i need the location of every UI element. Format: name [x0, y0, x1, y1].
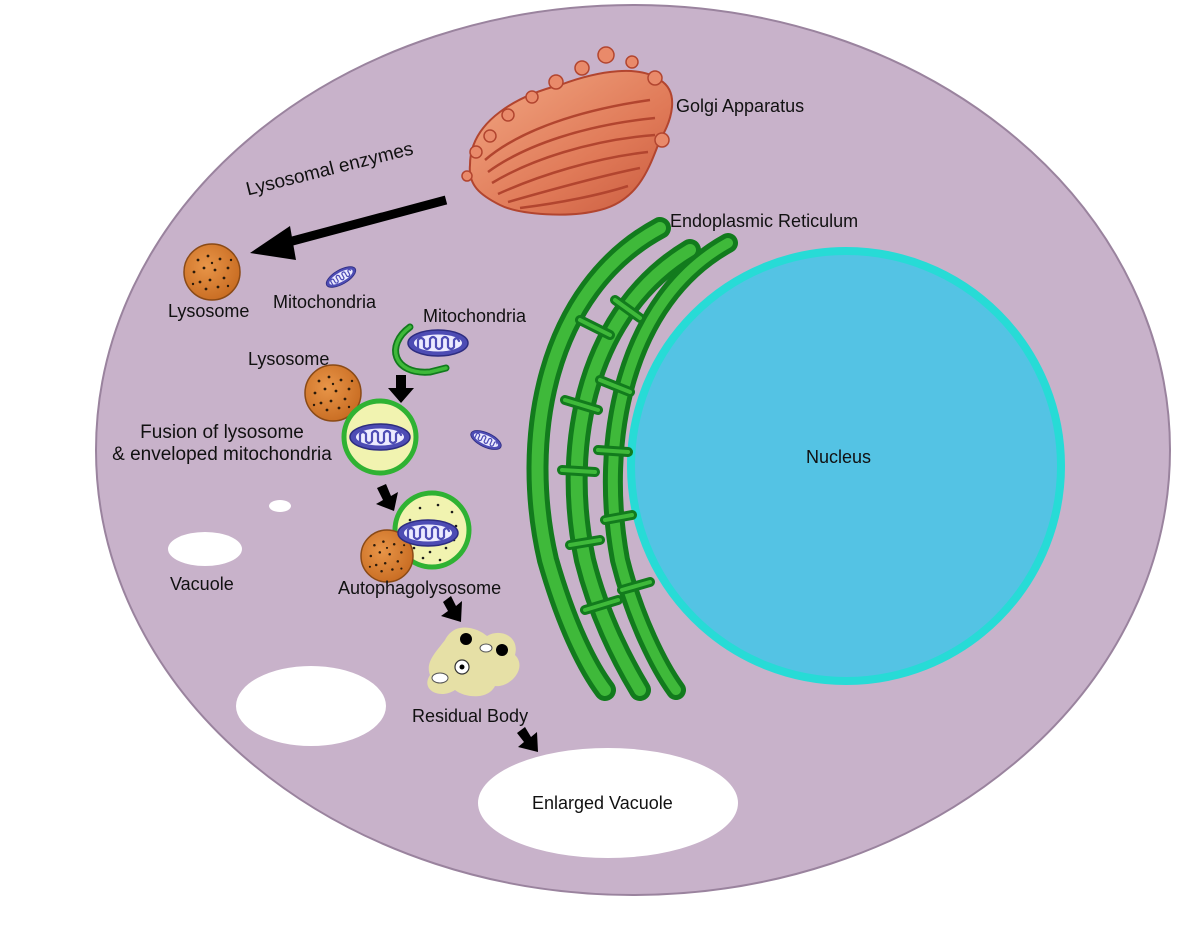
autophagolysosome	[360, 490, 472, 583]
enlarged-vacuole-label: Enlarged Vacuole	[532, 793, 673, 813]
fusion-label-line-1: Fusion of lysosome	[140, 422, 304, 443]
endoplasmic-reticulum	[526, 217, 738, 701]
vacuole	[168, 532, 242, 566]
arrow-icon	[388, 375, 414, 403]
arrow-icon	[441, 596, 462, 622]
residual-body-label: Residual Body	[412, 706, 529, 726]
golgi-apparatus-icon	[461, 46, 674, 216]
residual-body	[427, 627, 520, 697]
endoplasmic-reticulum-label: Endoplasmic Reticulum	[670, 211, 859, 231]
small-vacuole	[269, 500, 291, 512]
enveloping-membrane	[392, 323, 450, 376]
golgi-apparatus-label: Golgi Apparatus	[676, 96, 805, 116]
arrow-icon	[517, 727, 538, 752]
mitochondrion-icon	[406, 328, 470, 358]
fusion-label-line-2: & enveloped mitochondria	[112, 443, 332, 465]
large-vacuole	[236, 666, 386, 746]
nucleus-label: Nucleus	[806, 447, 872, 467]
lysosome-label: Lysosome	[168, 301, 250, 321]
vacuole-label: Vacuole	[170, 574, 234, 594]
autophagolysosome-label: Autophagolysosome	[338, 578, 502, 598]
arrow-icon	[376, 484, 398, 511]
nucleus	[627, 247, 1065, 685]
lysosome-label: Lysosome	[248, 349, 330, 369]
fusion-vesicle	[341, 398, 419, 476]
lysosome-icon	[183, 243, 241, 301]
fusion-label: Fusion of lysosome & enveloped mitochond…	[86, 422, 358, 466]
mitochondria-label: Mitochondria	[423, 306, 527, 326]
enlarged-vacuole	[478, 748, 738, 858]
lysosome-icon	[304, 364, 362, 422]
mitochondria-label: Mitochondria	[273, 292, 377, 312]
lysosomal-enzymes-arrow	[250, 195, 448, 260]
